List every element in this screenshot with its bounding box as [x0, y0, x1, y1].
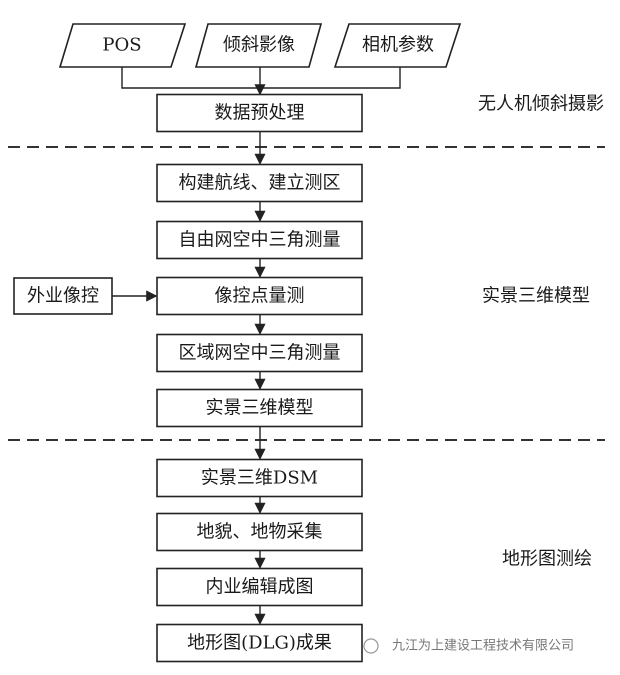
step-rect	[156, 623, 363, 663]
step-label: 内业编辑成图	[206, 577, 314, 598]
step-label: 地形图(DLG)成果	[187, 633, 332, 654]
step-label: 构建航线、建立测区	[179, 173, 341, 194]
step-label: 自由网空中三角测量	[179, 230, 341, 251]
step-rect	[156, 388, 363, 428]
step-box: 地貌、地物采集	[156, 512, 363, 552]
step-rect	[156, 163, 363, 203]
step-box: 像控点量测	[156, 276, 363, 316]
step-rect	[156, 93, 363, 133]
step-box: 构建航线、建立测区	[156, 163, 363, 203]
input-camera-params-label: 相机参数	[362, 35, 434, 56]
step-box: 实景三维DSM	[156, 458, 363, 498]
watermark: 九江为上建设工程技术有限公司	[363, 638, 574, 654]
wechat-icon	[363, 638, 379, 654]
step-rect	[156, 220, 363, 260]
step-label: 数据预处理	[215, 103, 305, 124]
section-label-3d-model: 实景三维模型	[482, 286, 590, 307]
step-rect	[156, 512, 363, 552]
step-label: 实景三维DSM	[201, 468, 318, 489]
input-pos-label: POS	[102, 35, 141, 56]
section-label-topo-mapping: 地形图测绘	[502, 549, 592, 570]
section-label-uav: 无人机倾斜摄影	[478, 94, 604, 115]
step-box: 地形图(DLG)成果	[156, 623, 363, 663]
step-box: 数据预处理	[156, 93, 363, 133]
watermark-text: 九江为上建设工程技术有限公司	[392, 639, 574, 654]
step-label: 像控点量测	[215, 286, 305, 307]
input-oblique-images-label: 倾斜影像	[223, 35, 295, 56]
step-box: 实景三维模型	[156, 388, 363, 428]
step-label: 实景三维模型	[206, 398, 314, 419]
step-box: 区域网空中三角测量	[156, 333, 363, 373]
side-input-field-control: 外业像控	[13, 277, 113, 315]
step-rect	[156, 567, 363, 607]
step-rect	[156, 333, 363, 373]
input-camera-params: 相机参数	[333, 23, 462, 68]
step-box: 内业编辑成图	[156, 567, 363, 607]
step-label: 地貌、地物采集	[197, 522, 323, 543]
input-oblique-images: 倾斜影像	[194, 23, 323, 68]
merge-connector	[121, 67, 401, 89]
step-label: 区域网空中三角测量	[179, 343, 341, 364]
input-pos: POS	[58, 23, 187, 68]
step-box: 自由网空中三角测量	[156, 220, 363, 260]
side-input-label: 外业像控	[27, 286, 99, 307]
